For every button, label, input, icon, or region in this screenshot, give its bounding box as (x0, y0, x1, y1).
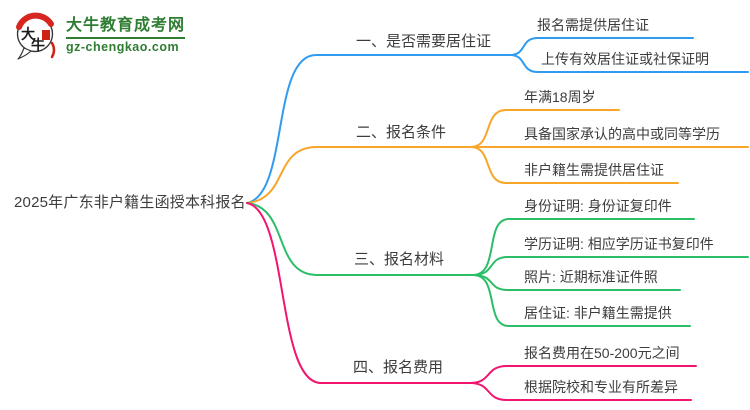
branch-2-child-3: 非户籍生需提供居住证 (524, 162, 664, 178)
branch-3-child-1: 身份证明: 身份证复印件 (524, 198, 672, 214)
branch-3-child-1-line (472, 218, 695, 276)
branch-2-child-1: 年满18周岁 (524, 89, 596, 105)
branch-1-line (246, 54, 511, 204)
branch-4-line (246, 202, 471, 384)
branch-2-child-1-line (470, 109, 620, 148)
branch-2-child-2: 具备国家承认的高中或同等学历 (524, 126, 720, 142)
branch-4-child-2-line (469, 382, 692, 401)
branch-4-child-1-line (469, 365, 697, 384)
branch-3-child-4: 居住证: 非户籍生需提供 (524, 305, 672, 321)
logo-bull-icon: 大 牛 (16, 12, 56, 60)
svg-text:牛: 牛 (31, 37, 45, 54)
logo-url: gz-chengkao.com (66, 39, 180, 54)
branch-3-line (246, 202, 474, 276)
logo-title: 大牛教育成考网 (66, 16, 186, 34)
branch-1-child-2: 上传有效居住证或社保证明 (541, 51, 709, 67)
logo-text-block: 大牛教育成考网 gz-chengkao.com (66, 16, 186, 55)
branch-2-child-3-line (470, 146, 679, 184)
logo-divider (66, 36, 186, 39)
branch-3-child-4-line (472, 274, 691, 327)
mindmap-root-node: 2025年广东非户籍生函授本科报名 (14, 194, 246, 211)
svg-text:大: 大 (21, 26, 35, 43)
branch-1-child-1: 报名需提供居住证 (537, 17, 649, 33)
site-logo[interactable]: 大 牛 大牛教育成考网 gz-chengkao.com (12, 10, 186, 60)
branch-1-child-2-line (509, 54, 749, 73)
branch-1-label: 一、是否需要居住证 (356, 33, 492, 50)
branch-2-line (246, 146, 472, 204)
branch-1-child-1-line (509, 37, 694, 56)
branch-3-label: 三、报名材料 (354, 251, 445, 268)
branch-3-child-2: 学历证明: 相应学历证书复印件 (524, 236, 714, 252)
branch-4-child-1: 报名费用在50-200元之间 (524, 345, 680, 361)
branch-4-child-2: 根据院校和专业有所差异 (524, 379, 678, 395)
branch-2-label: 二、报名条件 (356, 124, 447, 141)
branch-3-child-2-line (472, 256, 749, 276)
branch-4-label: 四、报名费用 (353, 359, 444, 376)
branch-3-child-3: 照片: 近期标准证件照 (524, 269, 658, 285)
